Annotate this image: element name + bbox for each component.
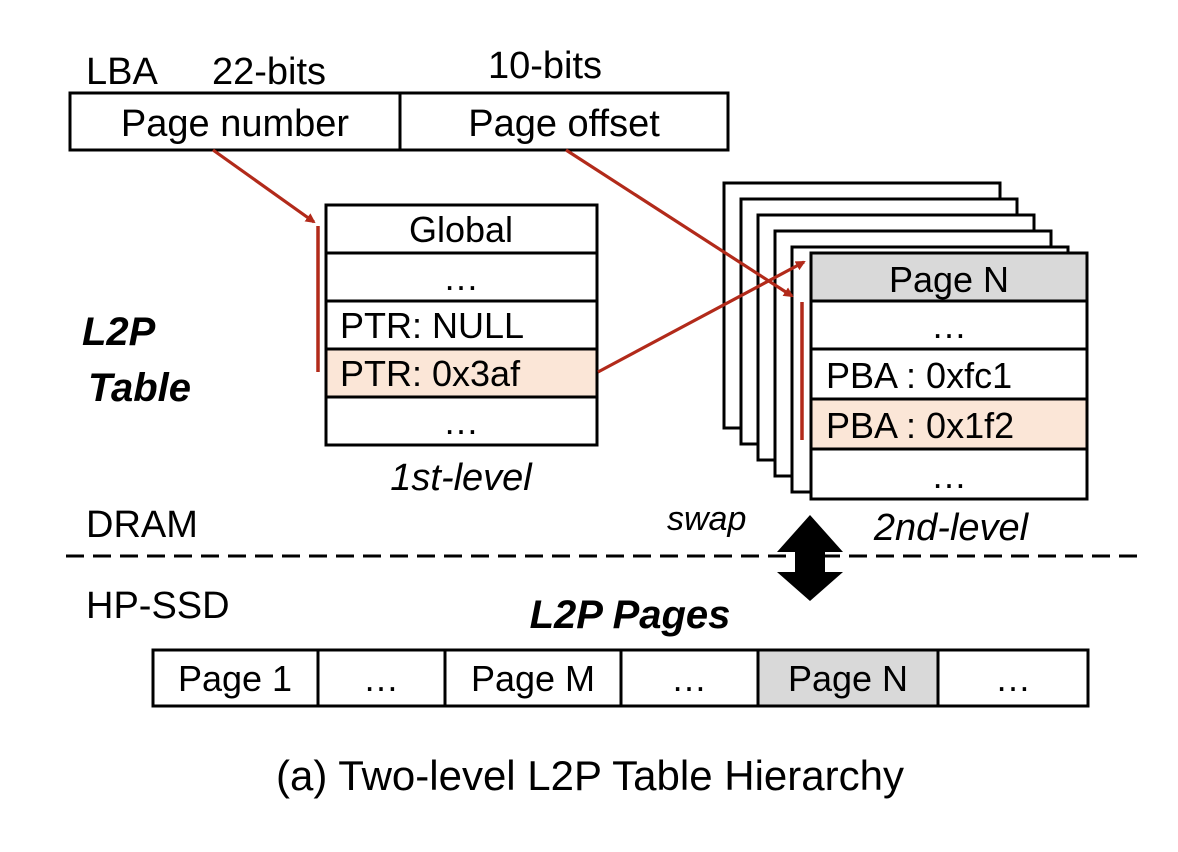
- page-number-to-first-level-arrow: [212, 148, 316, 224]
- l2p-pages-row: Page 1 … Page M … Page N …: [151, 648, 1090, 708]
- second-level-row-ellipsis-1: [809, 299, 1089, 351]
- first-level-text-ptr-3af: PTR: 0x3af: [340, 353, 521, 394]
- second-level-caption: 2nd-level: [873, 507, 1030, 549]
- l2p-pages-title: L2P Pages: [530, 593, 731, 637]
- figure-caption: (a) Two-level L2P Table Hierarchy: [276, 752, 904, 799]
- first-level-row-ellipsis-1: [324, 251, 599, 303]
- lba-label: LBA: [86, 51, 158, 93]
- second-level-text-pba-1f2: PBA : 0x1f2: [826, 405, 1014, 446]
- first-level-text-ellipsis-2: …: [443, 401, 479, 442]
- l2p-page-text-1: Page 1: [178, 658, 292, 699]
- mapping-arrows: [212, 148, 806, 440]
- page-number-field: [68, 91, 402, 152]
- l2p-page-text-3: Page M: [471, 658, 595, 699]
- l2p-page-text-6: …: [995, 658, 1031, 699]
- first-level-table: Global … PTR: NULL PTR: 0x3af … 1st-leve…: [324, 203, 599, 499]
- second-level-text-pba-fc1: PBA : 0xfc1: [826, 355, 1012, 396]
- swap-label: swap: [667, 500, 746, 538]
- l2p-table-label-line2: Table: [88, 366, 191, 410]
- second-level-text-ellipsis-1: …: [931, 305, 967, 346]
- l2p-table-label-line1: L2P: [82, 310, 156, 354]
- l2p-page-text-2: …: [363, 658, 399, 699]
- swap-double-arrow-icon: [777, 515, 843, 601]
- second-level-text-page-n: Page N: [889, 259, 1009, 300]
- first-level-row-ellipsis-2: [324, 395, 599, 447]
- ptr-to-second-level-arrow: [597, 260, 806, 374]
- second-level-row-ellipsis-2: [809, 447, 1089, 501]
- l2p-page-cell-3: [443, 648, 623, 708]
- l2p-page-text-4: …: [671, 658, 707, 699]
- l2p-page-text-5: Page N: [788, 658, 908, 699]
- page-offset-bits: 10-bits: [488, 45, 602, 87]
- page-offset-to-second-level-arrow: [565, 148, 794, 298]
- first-level-row-ptr-3af: [324, 347, 599, 399]
- second-level-table: Page N … PBA : 0xfc1 PBA : 0x1f2 … 2nd-l…: [809, 251, 1089, 549]
- hp-ssd-label: HP-SSD: [86, 585, 230, 627]
- second-level-row-pba-1f2: [809, 397, 1089, 451]
- first-level-caption: 1st-level: [390, 457, 533, 499]
- l2p-page-cell-5: [756, 648, 940, 708]
- page-offset-text: Page offset: [468, 103, 660, 145]
- l2p-page-cell-1: [151, 648, 320, 708]
- l2p-page-cell-2: [316, 648, 447, 708]
- page-number-text: Page number: [121, 103, 349, 145]
- first-level-text-ellipsis-1: …: [443, 257, 479, 298]
- page-number-bits: 22-bits: [212, 51, 326, 93]
- second-level-text-ellipsis-2: …: [931, 455, 967, 496]
- l2p-page-cell-6: [936, 648, 1090, 708]
- first-level-text-global: Global: [409, 209, 513, 250]
- l2p-page-cell-4: [619, 648, 760, 708]
- dram-label: DRAM: [86, 504, 198, 546]
- page-offset-field: [398, 91, 730, 152]
- lba-header: LBA 22-bits 10-bits Page number Page off…: [68, 45, 730, 152]
- first-level-text-ptr-null: PTR: NULL: [340, 305, 524, 346]
